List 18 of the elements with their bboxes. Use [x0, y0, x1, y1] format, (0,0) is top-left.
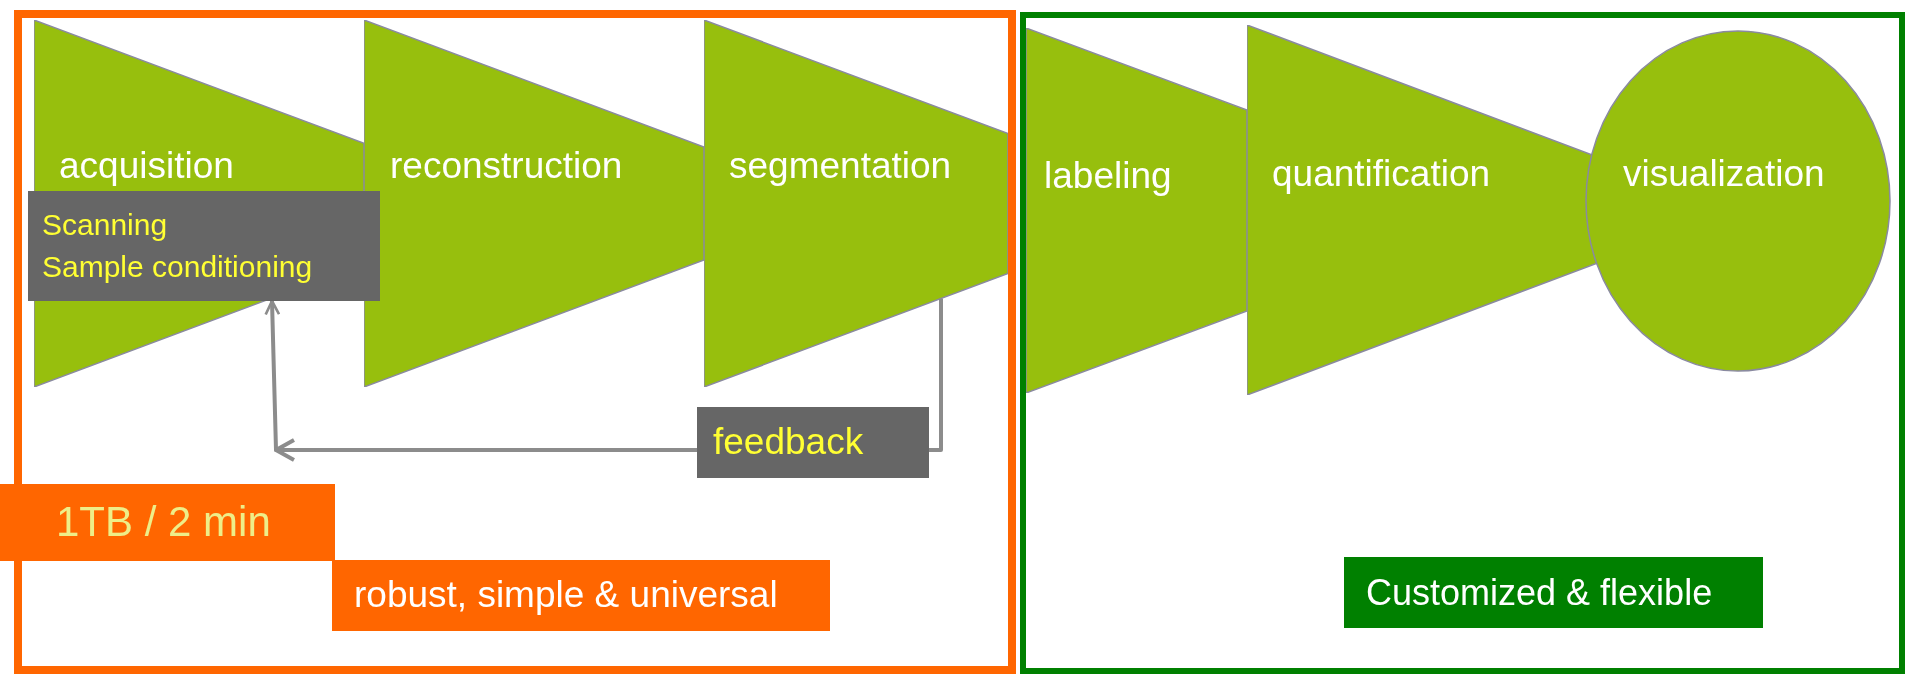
tag-box	[1344, 557, 1763, 628]
stage-label: acquisition	[59, 144, 234, 188]
stage-label: segmentation	[729, 144, 952, 188]
stage-label: labeling	[1044, 154, 1172, 198]
group-frame	[14, 10, 1016, 674]
note-box	[697, 407, 929, 478]
note-text: Sample conditioning	[42, 249, 314, 285]
note-text: robust, simple & universal	[354, 573, 779, 618]
note-text: 1TB / 2 min	[56, 497, 272, 548]
stage-label: reconstruction	[390, 144, 623, 188]
stage-label: visualization	[1623, 152, 1825, 196]
group-frame	[1020, 12, 1905, 674]
note-text: Customized & flexible	[1366, 570, 1714, 615]
note-box	[28, 191, 380, 301]
tag-box	[332, 560, 830, 631]
stage-label: quantification	[1272, 152, 1491, 196]
note-text: Scanning	[42, 207, 169, 243]
note-text: feedback	[713, 420, 865, 465]
